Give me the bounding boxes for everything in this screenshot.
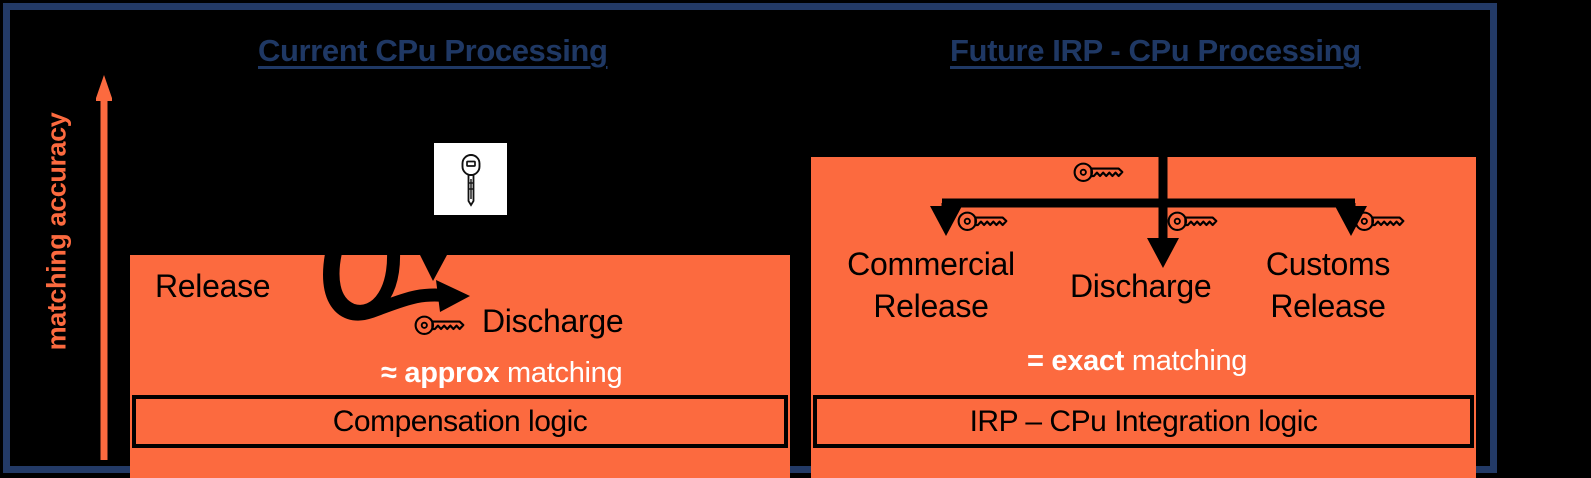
customs-release-line2: Release: [1270, 288, 1386, 324]
irp-cpu-integration-logic-bar: IRP – CPu Integration logic: [813, 395, 1474, 448]
column-title-current: Current CPu Processing: [258, 33, 608, 68]
approx-emphasis: approx: [404, 357, 500, 389]
commercial-release-line2: Release: [873, 288, 989, 324]
matching-accuracy-axis-arrow: [96, 75, 112, 460]
exact-matching-statement: = exact matching: [1027, 345, 1247, 378]
node-label-discharge-current: Discharge: [482, 303, 624, 339]
car-key-fob-icon: [434, 143, 507, 215]
exact-symbol: =: [1027, 345, 1044, 377]
approx-matching-statement: ≈ approx matching: [381, 357, 623, 390]
approx-matching-word: matching: [507, 357, 623, 389]
exact-emphasis: exact: [1051, 345, 1125, 377]
approx-symbol: ≈: [381, 357, 397, 389]
commercial-release-line1: Commercial: [847, 246, 1015, 282]
matching-accuracy-axis-label: matching accuracy: [41, 112, 72, 351]
node-label-commercial-release: Commercial Release: [836, 243, 1026, 327]
node-label-release: Release: [155, 268, 271, 304]
customs-release-line1: Customs: [1265, 246, 1391, 282]
column-title-future: Future IRP - CPu Processing: [950, 33, 1361, 68]
node-label-discharge-future: Discharge: [1070, 268, 1212, 304]
exact-matching-word: matching: [1131, 345, 1248, 377]
future-panel-foot: [813, 455, 1474, 463]
current-panel-foot: [132, 455, 788, 463]
node-label-customs-release: Customs Release: [1248, 243, 1408, 327]
compensation-logic-bar: Compensation logic: [132, 395, 788, 448]
